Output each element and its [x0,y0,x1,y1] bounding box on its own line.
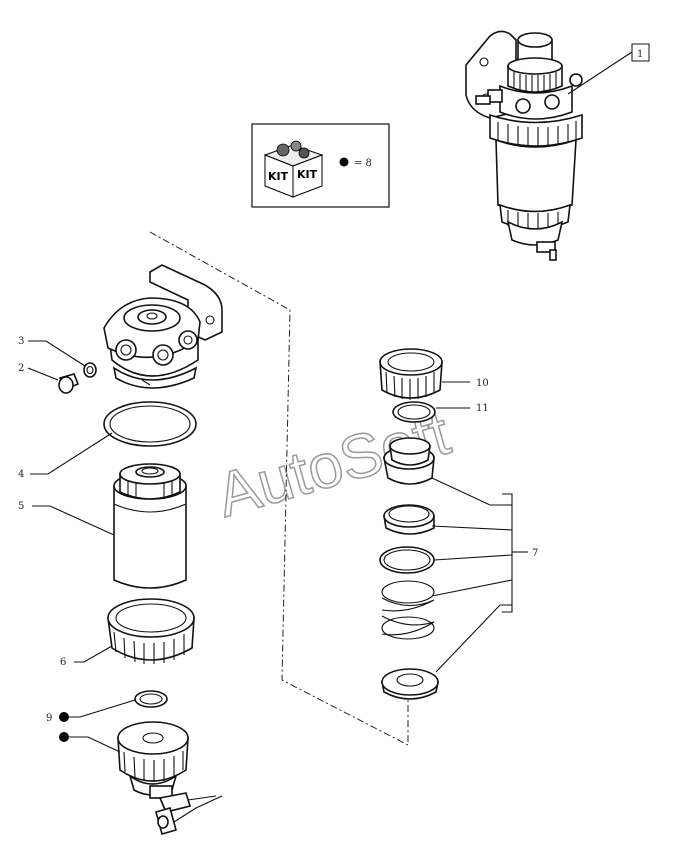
callout-11: 11 [476,403,489,414]
leader-7-cap [431,525,513,531]
small-seal-part [134,690,168,708]
filter-head-part [103,264,223,389]
leader-3 [28,340,86,367]
kit-box-icon: KIT KIT [263,140,324,198]
knurled-ring-part [379,348,443,400]
o-ring-7-part [379,546,435,574]
float-part [383,437,435,485]
leader-4 [30,432,113,475]
filter-cartridge-part [113,463,187,589]
leader-9 [69,699,136,718]
callout-3: 3 [18,336,24,347]
leader-bowl [69,736,121,753]
washer-part [83,362,97,378]
leader-7-oring [433,554,513,561]
kit-legend-text: = 8 [354,158,372,169]
assembly-leader-line [567,51,633,95]
plug-part [58,373,80,394]
leader-7-spring [431,579,513,597]
kit-bullet-icon [339,157,349,167]
kit-bullet-9-icon [59,712,69,722]
kit-bullet-bowl-icon [59,732,69,742]
ring-nut-part [107,598,195,664]
kit-label-right: KIT [297,168,318,181]
assembly-ref-box [631,43,650,62]
leader-6 [74,645,113,663]
callout-4: 4 [18,469,24,480]
spring-part [381,580,435,640]
assembly-ref-number: 1 [637,49,643,60]
callout-7: 7 [532,548,538,559]
base-plate-part [381,668,439,700]
assembly-guide-line [149,231,409,746]
leader-7-float [431,477,512,506]
thin-seal-part [392,401,436,423]
kit-legend-box: KIT KIT = 8 [251,123,390,208]
leader-7-base [435,604,512,673]
callout-2: 2 [18,363,24,374]
o-ring-seal-part [103,401,197,447]
assembled-filter-illustration [465,30,583,261]
callout-10: 10 [476,378,489,389]
water-sensor-bowl-part [117,721,223,835]
cap-part [383,504,435,535]
kit-group-bracket [502,493,513,613]
leader-2 [27,367,59,381]
callout-5: 5 [18,501,24,512]
leader-5 [32,505,115,536]
kit-label-left: KIT [268,170,289,183]
callout-6: 6 [60,657,66,668]
callout-9: 9 [46,713,52,724]
